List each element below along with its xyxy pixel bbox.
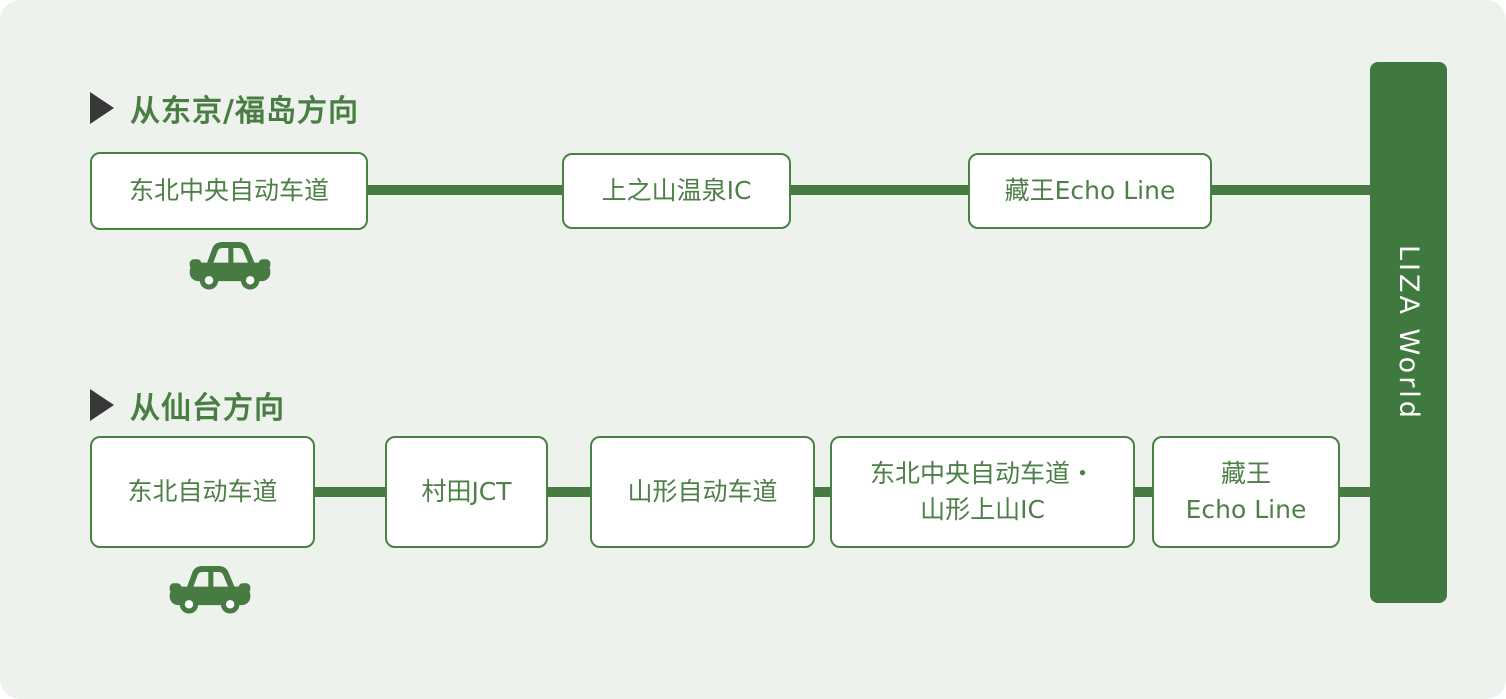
route-heading-sendai: 从仙台方向 xyxy=(90,383,285,427)
destination-bar: LIZA World xyxy=(1370,62,1447,603)
stop-label: 东北自动车道 xyxy=(127,477,278,506)
stop-label: 东北中央自动车道 xyxy=(128,176,329,205)
route-stop-tohoku-chuo-expressway: 东北中央自动车道 xyxy=(90,152,368,230)
triangle-pointer-icon xyxy=(90,92,114,124)
route-connector xyxy=(791,185,968,195)
route-stop-tohoku-chuo-yamagata-kaminoyama-ic: 东北中央自动车道・ 山形上山IC xyxy=(830,436,1135,548)
route-connector xyxy=(1135,487,1152,497)
stop-label-line1: 藏王 xyxy=(1220,459,1271,488)
destination-label: LIZA World xyxy=(1393,244,1424,421)
triangle-pointer-icon xyxy=(90,389,114,421)
stop-label: 藏王Echo Line xyxy=(1004,176,1176,205)
route-connector xyxy=(1212,185,1370,195)
stop-label-line1: 东北中央自动车道・ xyxy=(869,459,1095,488)
route-heading-label: 从仙台方向 xyxy=(130,391,285,426)
stop-label-line2: 山形上山IC xyxy=(920,495,1045,524)
route-stop-tohoku-expressway: 东北自动车道 xyxy=(90,436,315,548)
route-connector xyxy=(315,487,385,497)
route-stop-murata-jct: 村田JCT xyxy=(385,436,548,548)
stop-label: 上之山温泉IC xyxy=(601,176,752,205)
route-connector xyxy=(548,487,590,497)
route-connector xyxy=(815,487,830,497)
route-stop-zao-echo-line: 藏王Echo Line xyxy=(968,153,1212,229)
stop-label: 山形自动车道 xyxy=(627,477,778,506)
route-stop-zao-echo-line: 藏王 Echo Line xyxy=(1152,436,1340,548)
route-heading-tokyo-fukushima: 从东京/福岛方向 xyxy=(90,86,359,130)
stop-label: 村田JCT xyxy=(421,477,512,506)
route-stop-yamagata-expressway: 山形自动车道 xyxy=(590,436,815,548)
stop-label-line2: Echo Line xyxy=(1185,495,1307,524)
car-icon xyxy=(188,238,272,294)
route-connector xyxy=(1340,487,1370,497)
car-icon xyxy=(168,562,252,618)
route-heading-label: 从东京/福岛方向 xyxy=(130,94,359,129)
route-connector xyxy=(368,185,562,195)
route-stop-kaminoyama-onsen-ic: 上之山温泉IC xyxy=(562,153,791,229)
